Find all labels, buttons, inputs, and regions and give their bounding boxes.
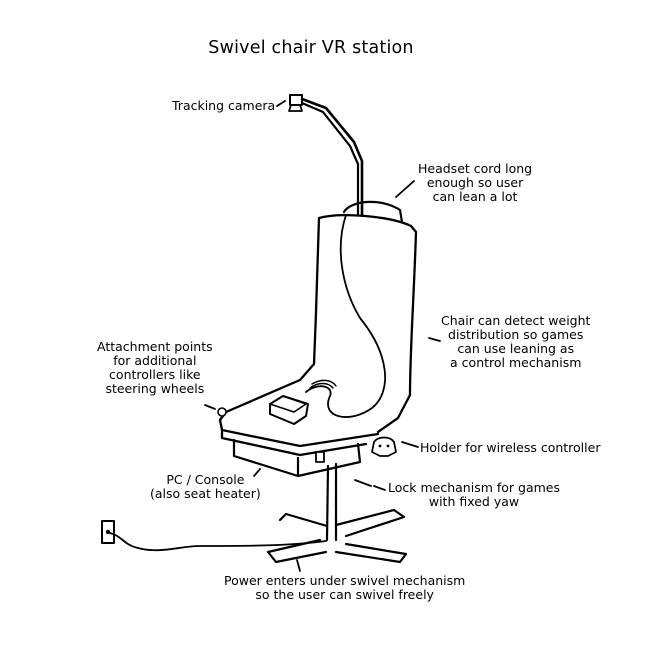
chair-backrest [218, 214, 418, 434]
label-power: Power enters under swivel mechanism so t… [224, 573, 466, 602]
label-holder: Holder for wireless controller [420, 440, 601, 455]
swivel-pole [325, 462, 338, 542]
power-cable [109, 532, 327, 552]
label-tracking-camera: Tracking camera [172, 98, 276, 113]
diagram-title: Swivel chair VR station [208, 38, 414, 58]
leader-lines [204, 100, 441, 572]
tracking-camera [288, 94, 364, 217]
label-weight-detect: Chair can detect weight distribution so … [441, 313, 591, 370]
label-attachment-points: Attachment points for additional control… [97, 339, 213, 396]
headrest [342, 200, 404, 224]
chair-seat [218, 418, 380, 457]
lock-mechanism [315, 451, 325, 463]
pc-console-box [232, 438, 362, 478]
label-lock-mechanism: Lock mechanism for games with fixed yaw [388, 480, 560, 509]
swivel-base [266, 508, 408, 564]
controller-holder [371, 436, 397, 457]
vr-headset [269, 395, 309, 425]
power-outlet [101, 520, 115, 544]
label-pc-console: PC / Console (also seat heater) [150, 472, 261, 501]
label-headset-cord: Headset cord long enough so user can lea… [418, 161, 533, 204]
headset-cord [305, 214, 386, 418]
